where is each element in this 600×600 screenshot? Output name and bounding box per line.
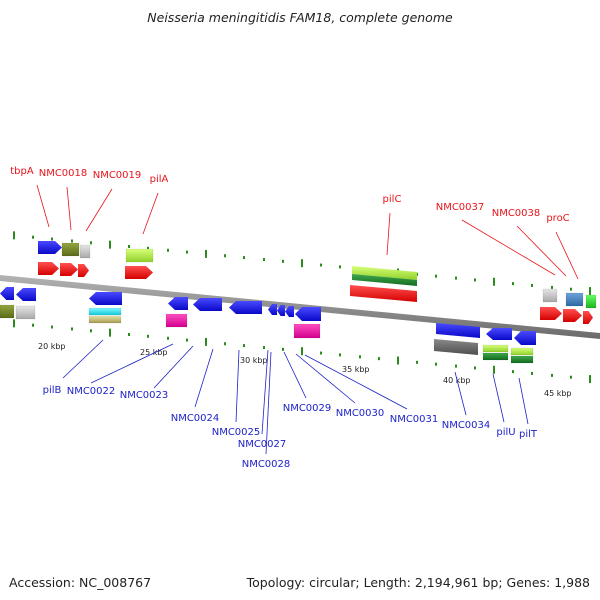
gene-arrow [38, 262, 59, 275]
gene-arrow [193, 298, 222, 311]
label-NMC0027-leader [261, 349, 269, 435]
gene-feature-NMC0023 [88, 315, 122, 324]
accession-text: Accession: NC_008767 [9, 575, 152, 590]
gene-feature-NMC0038 [565, 292, 584, 307]
gene-arrow [540, 307, 562, 320]
gene-arrow [285, 306, 294, 317]
label-NMC0019: NMC0019 [93, 170, 142, 181]
gene-arrow [16, 288, 36, 301]
gene-arrow [229, 301, 262, 314]
gene-arrow [295, 307, 321, 321]
gene-arrow [0, 287, 14, 300]
label-NMC0018: NMC0018 [39, 168, 88, 179]
genome-backbone [0, 275, 600, 340]
gene-feature-NMC0029 [293, 323, 321, 339]
gene-arrow [268, 304, 277, 315]
label-pilA-leader [142, 192, 159, 235]
label-pilB-leader [62, 339, 104, 379]
gene-feature [482, 352, 509, 361]
gene-arrow [125, 266, 153, 279]
gene-feature [352, 274, 417, 286]
gene-arrow [60, 263, 78, 276]
label-NMC0023: NMC0023 [120, 390, 169, 401]
gene-arrow [486, 328, 512, 340]
label-pilT-leader [518, 377, 529, 425]
label-NMC0037-leader [461, 219, 556, 276]
label-NMC0023-leader [153, 345, 194, 389]
label-NMC0027: NMC0027 [238, 439, 287, 450]
gene-arrow [514, 331, 536, 345]
label-NMC0028-leader [265, 351, 272, 455]
gene-feature-NMC0037 [542, 288, 558, 303]
gene-arrow [436, 323, 480, 338]
label-NMC0038-leader [516, 225, 567, 277]
gene-feature-pilT [510, 347, 534, 356]
label-NMC0034-leader [454, 371, 467, 416]
gene-feature-NMC0034 [434, 339, 478, 355]
label-pilU: pilU [496, 427, 515, 438]
label-NMC0028: NMC0028 [242, 459, 291, 470]
label-tbpA-leader [36, 184, 50, 228]
label-NMC0031: NMC0031 [390, 414, 439, 425]
map-title: Neisseria meningitidis FAM18, complete g… [147, 10, 453, 25]
kbp-label: 30 kbp [240, 356, 268, 365]
gene-feature-pilU [482, 344, 509, 353]
gene-feature-tbpA [38, 241, 62, 254]
gene-arrow [168, 297, 188, 310]
label-NMC0025-leader [235, 349, 240, 423]
gene-arrow [78, 264, 89, 277]
label-pilC: pilC [383, 194, 402, 205]
label-NMC0030-leader [295, 353, 356, 404]
label-NMC0037: NMC0037 [436, 202, 485, 213]
kbp-label: 20 kbp [38, 342, 66, 351]
gene-feature-proC [585, 294, 597, 309]
kbp-label: 35 kbp [342, 365, 370, 374]
label-NMC0022-leader [90, 343, 174, 384]
gene-feature-NMC0018 [61, 242, 80, 257]
label-NMC0029: NMC0029 [283, 403, 332, 414]
gene-feature [15, 305, 36, 320]
label-NMC0022: NMC0022 [67, 386, 116, 397]
label-NMC0024-leader [194, 348, 214, 408]
gene-arrow [563, 309, 582, 322]
label-NMC0034: NMC0034 [442, 420, 491, 431]
label-pilC-leader [386, 212, 391, 256]
gene-arrow [583, 311, 593, 324]
label-tbpA: tbpA [10, 166, 34, 177]
gene-feature-NMC0022 [88, 307, 122, 316]
kbp-label: 45 kbp [544, 389, 572, 398]
label-NMC0025: NMC0025 [212, 427, 261, 438]
label-NMC0024: NMC0024 [171, 413, 220, 424]
gene-feature-pilC [352, 266, 417, 280]
gene-feature-pilB [89, 292, 122, 305]
label-NMC0031-leader [304, 354, 408, 410]
label-NMC0018-leader [66, 186, 72, 231]
label-pilA: pilA [150, 174, 169, 185]
label-NMC0030: NMC0030 [336, 408, 385, 419]
label-proC: proC [546, 213, 569, 224]
gene-feature-NMC0019 [79, 244, 91, 259]
label-pilU-leader [492, 373, 505, 423]
gene-feature [510, 355, 534, 364]
genome-summary: Topology: circular; Length: 2,194,961 bp… [246, 575, 590, 590]
label-proC-leader [555, 231, 579, 280]
kbp-label: 40 kbp [443, 376, 471, 385]
label-pilB: pilB [43, 385, 62, 396]
kbp-label: 25 kbp [140, 348, 168, 357]
label-NMC0038: NMC0038 [492, 208, 541, 219]
gene-arrow [277, 305, 285, 316]
label-NMC0029-leader [283, 351, 307, 399]
gene-arrow [350, 285, 417, 302]
label-pilT: pilT [519, 429, 538, 440]
gene-feature-pilA [125, 248, 154, 263]
label-NMC0019-leader [85, 188, 113, 232]
gene-feature [0, 304, 15, 319]
gene-feature-NMC0024 [165, 313, 188, 328]
